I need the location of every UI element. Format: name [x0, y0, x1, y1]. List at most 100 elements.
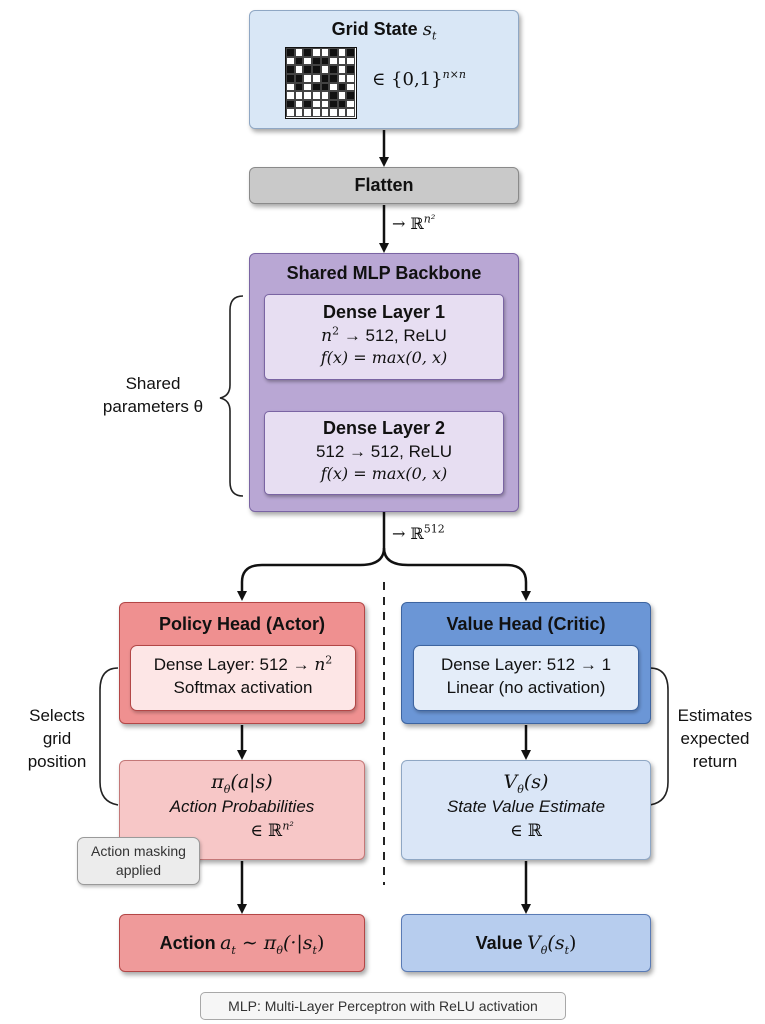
grid-cell	[329, 82, 338, 92]
mlp-output-dim: → ℝ512	[392, 522, 445, 543]
grid-cell	[320, 108, 330, 117]
grid-cell	[286, 91, 295, 100]
grid-cell	[311, 65, 321, 74]
policy-formula: πθ(a|s)	[211, 771, 273, 796]
grid-cell	[320, 73, 330, 83]
arrow-mlp-to-policy	[237, 512, 386, 601]
grid-cell	[329, 99, 338, 109]
grid-cell	[294, 48, 304, 57]
grid-cell	[329, 91, 338, 100]
dense-layer-2-title: Dense Layer 2	[322, 418, 446, 438]
grid-cell	[286, 99, 295, 109]
mlp-backbone-title: Shared MLP Backbone	[286, 263, 482, 283]
value-dense-layer: Dense Layer: 512 → 1 Linear (no activati…	[413, 645, 639, 711]
policy-dense-layer: Dense Layer: 512 → n2 Softmax activation	[130, 645, 356, 711]
grid-cell	[311, 73, 321, 83]
value-output-formula: Vθ(st)	[527, 932, 577, 957]
grid-cell	[346, 99, 355, 109]
grid-cell	[346, 82, 355, 92]
value-head-title: Value Head (Critic)	[446, 614, 606, 634]
grid-cell	[303, 48, 312, 57]
action-probabilities-set: ∈ ℝn²	[250, 819, 294, 841]
grid-cell	[320, 82, 330, 92]
grid-cell	[303, 82, 312, 92]
policy-dense-spec: Dense Layer: 512 → n2	[153, 653, 333, 675]
state-value-label: State Value Estimate	[446, 797, 606, 816]
value-bracket	[649, 667, 669, 806]
grid-cell	[346, 73, 355, 83]
value-activation: Linear (no activation)	[446, 678, 606, 697]
grid-state-icon	[285, 47, 357, 119]
dense-layer-2: Dense Layer 2 512 → 512, ReLU f(x) = max…	[264, 411, 504, 495]
dense-layer-2-spec: 512 → 512, ReLU	[315, 442, 453, 461]
grid-cell	[337, 48, 347, 57]
action-masking-note: Action masking applied	[77, 837, 200, 885]
policy-bracket	[99, 667, 119, 806]
grid-cell	[320, 99, 330, 109]
value-formula: Vθ(s)	[503, 771, 549, 796]
arrow-mlp-to-value	[382, 547, 531, 601]
grid-cell	[346, 48, 355, 57]
grid-cell	[294, 65, 304, 74]
dense-layer-1-spec: n2 → 512, ReLU	[321, 324, 447, 346]
flatten-output-dim: → ℝn²	[392, 212, 436, 233]
grid-cell	[294, 73, 304, 83]
grid-state-set: ∈ {0,1}n×n	[372, 68, 466, 90]
grid-cell	[346, 56, 355, 66]
grid-cell	[303, 65, 312, 74]
dense-layer-1-func: f(x) = max(0, x)	[320, 348, 448, 367]
grid-state-title: Grid State st	[331, 19, 437, 43]
grid-cell	[346, 65, 355, 74]
action-output-formula: at ∼ πθ(·|st)	[220, 932, 325, 957]
grid-cell	[294, 82, 304, 92]
flatten-box: Flatten	[249, 167, 519, 204]
action-output-box: Action at ∼ πθ(·|st)	[119, 914, 365, 972]
shared-params-label: Shared parameters θ	[102, 374, 204, 416]
grid-cell	[337, 91, 347, 100]
grid-cell	[294, 108, 304, 117]
grid-cell	[329, 73, 338, 83]
grid-cell	[303, 99, 312, 109]
grid-cell	[329, 56, 338, 66]
value-output-label: Value	[475, 933, 523, 953]
grid-cell	[320, 48, 330, 57]
grid-cell	[337, 65, 347, 74]
state-value-set: ∈ ℝ	[509, 821, 543, 841]
grid-cell	[286, 48, 295, 57]
grid-cell	[329, 108, 338, 117]
grid-cell	[286, 73, 295, 83]
grid-cell	[346, 108, 355, 117]
grid-cell	[303, 73, 312, 83]
grid-cell	[346, 91, 355, 100]
grid-cell	[303, 108, 312, 117]
grid-cell	[329, 48, 338, 57]
estimates-return-label: Estimates expected return	[677, 706, 753, 771]
shared-params-brace	[219, 295, 244, 497]
grid-cell	[329, 65, 338, 74]
grid-cell	[311, 91, 321, 100]
dense-layer-1: Dense Layer 1 n2 → 512, ReLU f(x) = max(…	[264, 294, 504, 380]
grid-cell	[294, 56, 304, 66]
grid-cell	[337, 99, 347, 109]
grid-cell	[337, 108, 347, 117]
grid-state-var: s	[422, 19, 432, 40]
action-output-label: Action	[159, 933, 216, 953]
grid-cell	[320, 65, 330, 74]
footnote: MLP: Multi-Layer Perceptron with ReLU ac…	[200, 992, 566, 1020]
dense-layer-2-func: f(x) = max(0, x)	[320, 464, 448, 483]
grid-cell	[303, 56, 312, 66]
grid-cell	[337, 56, 347, 66]
grid-cell	[337, 73, 347, 83]
grid-cell	[311, 48, 321, 57]
action-probabilities-label: Action Probabilities	[169, 797, 315, 816]
grid-cell	[286, 56, 295, 66]
grid-cell	[311, 99, 321, 109]
flatten-title: Flatten	[354, 175, 414, 195]
grid-cell	[311, 82, 321, 92]
grid-cell	[286, 82, 295, 92]
grid-state-box: Grid State st ∈ {0,1}n×n	[249, 10, 519, 129]
policy-head-title: Policy Head (Actor)	[158, 614, 326, 634]
selects-position-label: Selects grid position	[27, 706, 87, 771]
grid-cell	[311, 56, 321, 66]
